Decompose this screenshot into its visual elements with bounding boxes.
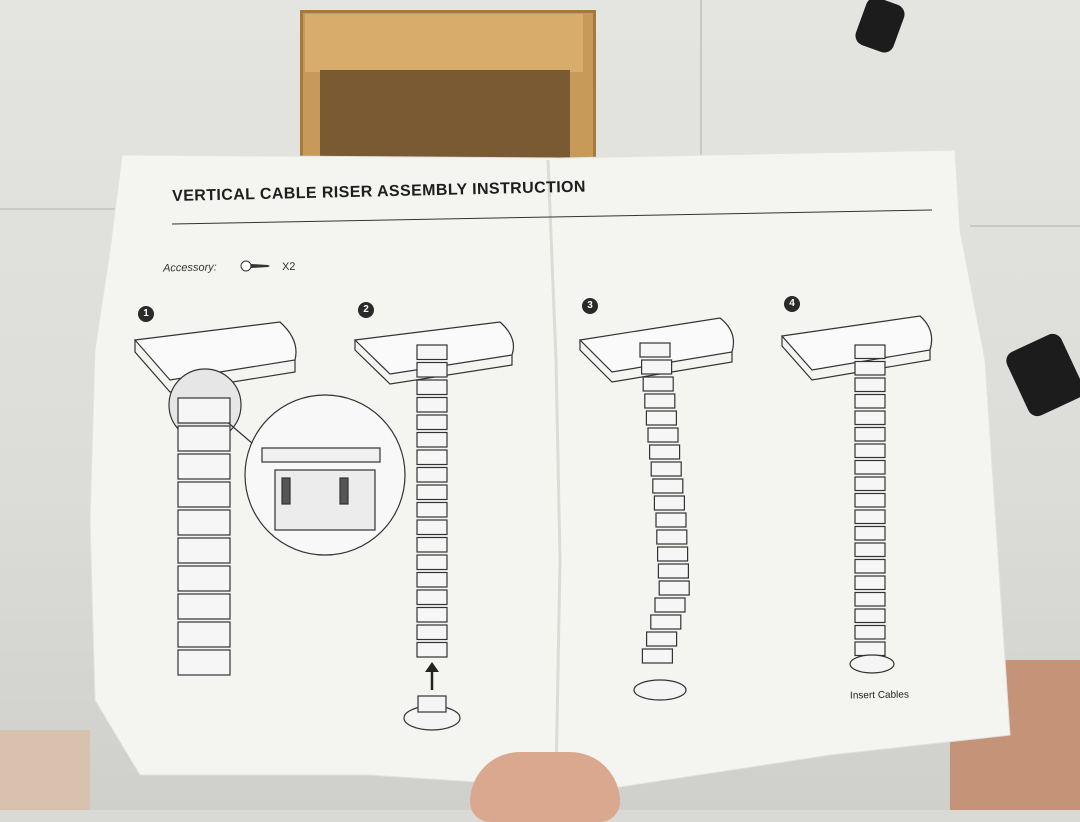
- riser-link: [645, 410, 678, 426]
- riser-link: [656, 546, 689, 562]
- riser-link: [416, 641, 448, 658]
- riser-link: [648, 444, 681, 460]
- riser-link: [177, 649, 231, 676]
- riser-link: [654, 597, 686, 613]
- riser-link: [416, 466, 448, 483]
- riser-link: [416, 379, 448, 396]
- step-number-1: 1: [138, 306, 154, 322]
- riser-link: [854, 575, 886, 591]
- step-number-4: 4: [784, 296, 800, 312]
- riser-link: [655, 512, 687, 528]
- riser-link: [657, 563, 690, 579]
- thumb: [470, 752, 620, 822]
- step-number-3: 3: [582, 298, 598, 314]
- riser-link: [647, 427, 679, 443]
- step-number-2: 2: [358, 302, 374, 318]
- riser-link: [854, 393, 886, 409]
- cardboard-box-interior: [320, 70, 570, 160]
- step4-riser: [854, 344, 886, 657]
- accessory-quantity: X2: [281, 260, 296, 274]
- riser-link: [640, 359, 673, 375]
- riser-link: [416, 606, 448, 623]
- riser-link: [653, 495, 686, 511]
- step2-base: [403, 695, 461, 731]
- step1-riser: [177, 397, 231, 676]
- screw-icon: [240, 260, 270, 272]
- hand-left: [0, 730, 90, 810]
- riser-link: [854, 410, 886, 426]
- step4-base: [849, 654, 895, 674]
- riser-link: [854, 641, 886, 657]
- step4-caption: Insert Cables: [849, 689, 910, 702]
- riser-link: [416, 501, 448, 518]
- riser-link: [416, 484, 448, 501]
- riser-link: [854, 377, 886, 393]
- riser-link: [416, 624, 448, 641]
- step2-riser: [416, 344, 448, 658]
- riser-link: [854, 426, 886, 442]
- riser-link: [416, 449, 448, 466]
- riser-link: [854, 509, 886, 525]
- riser-link: [177, 425, 231, 452]
- riser-link: [416, 414, 448, 431]
- riser-link: [650, 461, 682, 477]
- cardboard-box-flap: [305, 14, 583, 72]
- riser-link: [854, 525, 886, 541]
- riser-link: [416, 431, 448, 448]
- step4-desk: [780, 315, 933, 381]
- riser-link: [854, 608, 886, 624]
- riser-link: [642, 376, 674, 392]
- riser-link: [854, 476, 886, 492]
- riser-link: [854, 542, 886, 558]
- riser-link: [854, 558, 886, 574]
- riser-link: [416, 571, 448, 588]
- riser-link: [854, 459, 886, 475]
- riser-link: [177, 565, 231, 592]
- tile-grout: [700, 0, 702, 160]
- arrow-head: [425, 662, 439, 672]
- step3-riser: [639, 342, 690, 664]
- riser-link: [416, 344, 448, 361]
- riser-link: [177, 621, 231, 648]
- riser-link: [854, 624, 886, 640]
- riser-link: [644, 393, 676, 409]
- riser-link: [656, 529, 688, 545]
- riser-link: [416, 396, 448, 413]
- riser-link: [639, 342, 671, 358]
- riser-link: [177, 453, 231, 480]
- riser-link: [177, 593, 231, 620]
- riser-link: [854, 344, 886, 360]
- riser-link: [177, 397, 231, 424]
- riser-link: [645, 631, 678, 647]
- tile-grout: [970, 225, 1080, 227]
- riser-link: [416, 536, 448, 553]
- riser-link: [416, 361, 448, 378]
- riser-link: [854, 443, 886, 459]
- riser-link: [416, 519, 448, 536]
- riser-link: [416, 554, 448, 571]
- riser-link: [177, 509, 231, 536]
- riser-link: [854, 492, 886, 508]
- riser-link: [650, 614, 682, 630]
- riser-link: [854, 360, 886, 376]
- riser-link: [416, 589, 448, 606]
- riser-link: [658, 580, 690, 596]
- riser-link: [177, 537, 231, 564]
- riser-link: [641, 648, 674, 664]
- accessory-label: Accessory:: [162, 261, 217, 275]
- riser-link: [177, 481, 231, 508]
- riser-link: [652, 478, 684, 494]
- step3-base: [633, 679, 687, 701]
- riser-link: [854, 591, 886, 607]
